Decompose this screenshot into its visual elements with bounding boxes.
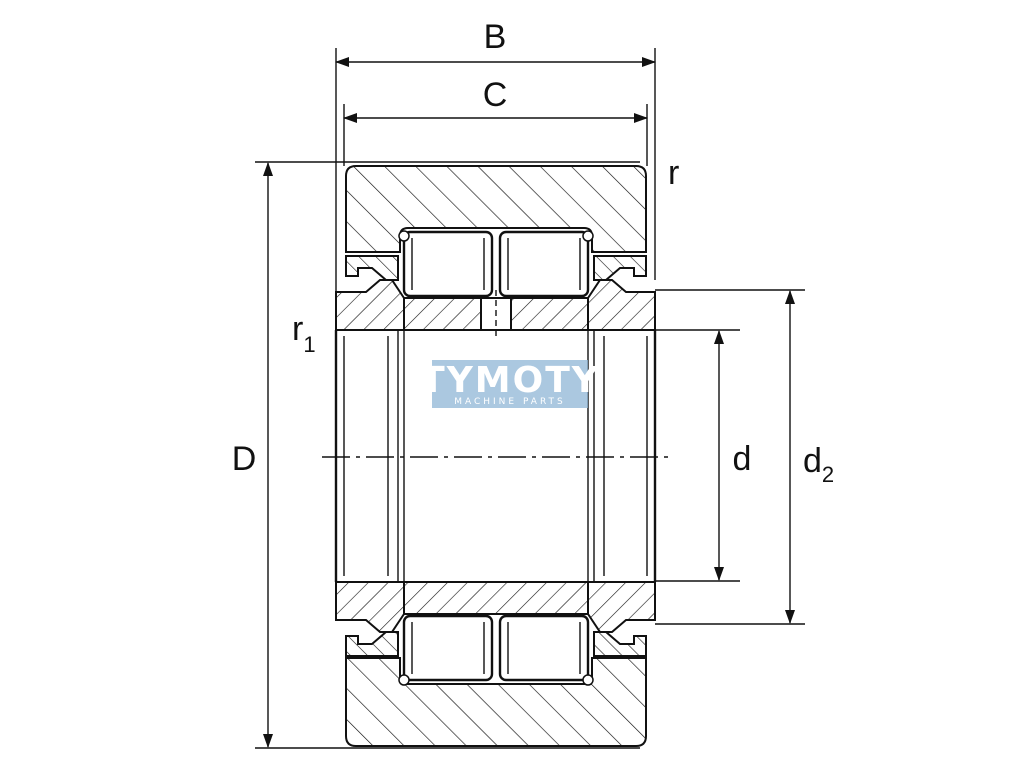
watermark-title: TYMOTY <box>420 360 600 401</box>
label-B: B <box>484 18 507 56</box>
seal-bottom-left <box>345 631 399 657</box>
roller-row-bottom <box>398 614 594 686</box>
label-d: d <box>733 440 752 478</box>
roller-top-left <box>402 230 494 298</box>
side-ring-top-right <box>587 279 656 331</box>
watermark-subtitle: MACHINE PARTS <box>454 397 566 407</box>
label-d2: d2 <box>803 442 834 487</box>
side-ring-top-left <box>335 279 405 331</box>
seal-top-right <box>593 255 647 281</box>
extension-lines <box>255 48 805 749</box>
label-d2-base: d <box>803 442 822 480</box>
side-ring-bottom-right <box>587 581 656 633</box>
roller-bottom-left <box>402 614 494 682</box>
side-ring-bottom-left <box>335 581 405 633</box>
label-r1-sub: 1 <box>303 332 315 357</box>
label-r1: r1 <box>292 310 316 357</box>
watermark-logo: TYMOTY MACHINE PARTS <box>420 360 600 408</box>
bore-outline <box>334 330 657 582</box>
seal-top-left <box>345 255 399 281</box>
outer-ring-top-section <box>345 165 647 253</box>
label-C: C <box>483 76 508 114</box>
roller-bottom-right <box>498 614 590 682</box>
outer-ring-bottom-section <box>345 657 647 747</box>
label-D: D <box>232 440 257 478</box>
label-d2-sub: 2 <box>822 462 834 487</box>
roller-row-top <box>398 230 594 298</box>
label-r: r <box>668 154 679 192</box>
label-r1-base: r <box>292 310 303 348</box>
inner-ring-bottom-section <box>403 581 589 615</box>
roller-top-right <box>498 230 590 298</box>
seal-bottom-right <box>593 631 647 657</box>
